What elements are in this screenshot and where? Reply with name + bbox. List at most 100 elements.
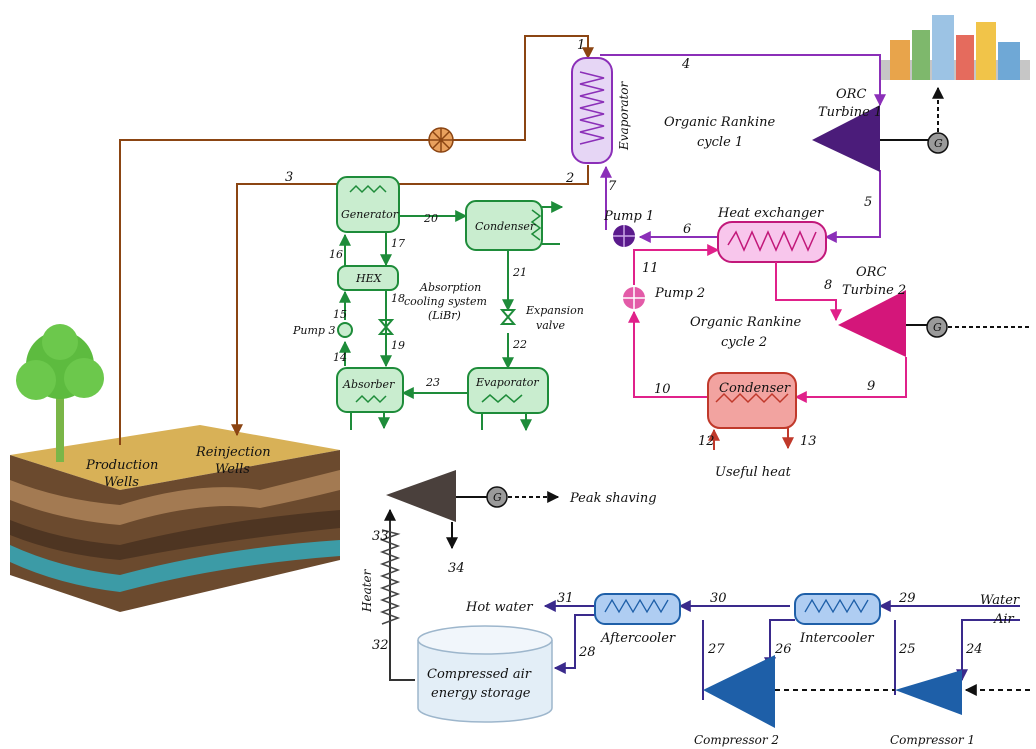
expansion-valve-label-2: valve [536,319,566,332]
heat-exchanger [717,221,827,263]
generator-orc1: G [927,86,949,154]
orc-condenser [707,372,797,450]
absorption-label-3: (LiBr) [428,309,461,322]
generator-caes-label: G [493,491,502,504]
city-skyline-icon [880,15,1030,80]
intercooler [794,593,881,625]
aftercooler [594,593,681,625]
hot-water-label: Hot water [465,600,533,615]
absorber [336,367,404,413]
expansion-valve-label-1: Expansion [525,304,584,317]
caes-label-1: Compressed air [427,667,532,682]
absorption-generator-label: Generator [341,208,399,221]
state-point-20: 20 [423,212,438,225]
state-point-4: 4 [681,57,690,72]
compressor2-label: Compressor 2 [694,733,779,747]
compressor-1 [895,670,1030,715]
absorption-evaporator [467,367,549,414]
reinjection-wells-label-1: Reinjection [195,445,271,460]
pump1-label: Pump 1 [603,209,654,224]
expansion-valve [499,309,517,325]
state-point-12: 12 [698,434,715,449]
pump2-label: Pump 2 [654,286,705,301]
absorption-evaporator-label: Evaporator [475,376,539,389]
state-point-26: 26 [774,642,792,657]
state-point-9: 9 [867,379,875,394]
absorption-condenser-label: Condenser [475,220,536,233]
ground-block [10,425,340,612]
aftercooler-label: Aftercooler [600,631,676,646]
absorption-label-2: cooling system [404,295,487,308]
state-point-29: 29 [898,591,916,606]
pump-3 [337,322,353,338]
state-point-19: 19 [391,339,405,352]
pump-1 [613,225,635,247]
state-point-1: 1 [577,38,585,53]
orc2-title-1: Organic Rankine [690,315,802,330]
compressor1-label: Compressor 1 [890,733,975,747]
useful-heat-label: Useful heat [715,465,792,480]
heat-exchanger-label: Heat exchanger [717,206,824,221]
peak-shaving-label: Peak shaving [569,491,657,506]
absorption-valve [377,319,395,335]
state-point-34: 34 [448,561,465,576]
orc-evaporator [571,57,613,164]
generator-caes: G [486,486,560,508]
state-point-23: 23 [425,376,440,389]
orc1-title-1: Organic Rankine [664,115,776,130]
state-point-22: 22 [512,338,527,351]
state-point-14: 14 [333,351,347,364]
state-point-16: 16 [329,248,343,261]
state-point-28: 28 [578,645,596,660]
generator-orc2-label: G [933,321,942,334]
tree-icon [16,324,104,462]
air-label: Air [993,612,1015,627]
absorber-label: Absorber [342,378,395,391]
state-point-15: 15 [333,308,347,321]
state-point-10: 10 [654,382,671,397]
state-point-25: 25 [898,642,916,657]
heater [379,529,401,625]
state-point-17: 17 [391,237,405,250]
reinjection-wells-label-2: Wells [215,462,250,477]
generator-orc2: G [926,316,1030,338]
state-point-24: 24 [965,642,983,657]
state-point-8: 8 [824,278,832,293]
absorption-label-1: Absorption [419,281,481,294]
state-point-31: 31 [557,591,574,606]
evaporator-orc-label: Evaporator [617,80,631,151]
compressor-2 [703,655,895,728]
orc-turbine1-label-1: ORC [836,87,866,102]
absorption-hex [337,265,399,291]
state-point-6: 6 [683,222,691,237]
caes-lines [543,600,1020,700]
state-point-13: 13 [800,434,817,449]
absorption-generator [336,176,400,233]
state-point-5: 5 [864,195,872,210]
orc-turbine2-label-2: Turbine 2 [842,283,906,298]
state-point-3: 3 [285,170,293,185]
state-point-7: 7 [608,179,617,194]
state-point-30: 30 [710,591,727,606]
hex-label: HEX [355,272,383,285]
heater-label: Heater [360,568,374,613]
production-wells-label-1: Production [85,458,158,473]
state-point-18: 18 [391,292,405,305]
pump3-label: Pump 3 [292,324,335,337]
orc-turbine-1 [812,105,928,172]
state-point-11: 11 [642,261,659,276]
caes-turbine [386,470,487,550]
orc-condenser-label: Condenser [719,381,791,396]
caes-label-2: energy storage [431,686,531,701]
water-label: Water [980,593,1020,608]
well-pump-icon [428,127,454,153]
absorption-condenser [465,200,543,251]
generator-orc1-label: G [934,137,943,150]
production-wells-label-2: Wells [104,475,139,490]
state-point-27: 27 [707,642,725,657]
orc-turbine1-label-2: Turbine 1 [818,105,882,120]
intercooler-label: Intercooler [799,631,874,646]
orc2-title-2: cycle 2 [721,335,767,350]
orc-turbine-2 [838,290,928,357]
